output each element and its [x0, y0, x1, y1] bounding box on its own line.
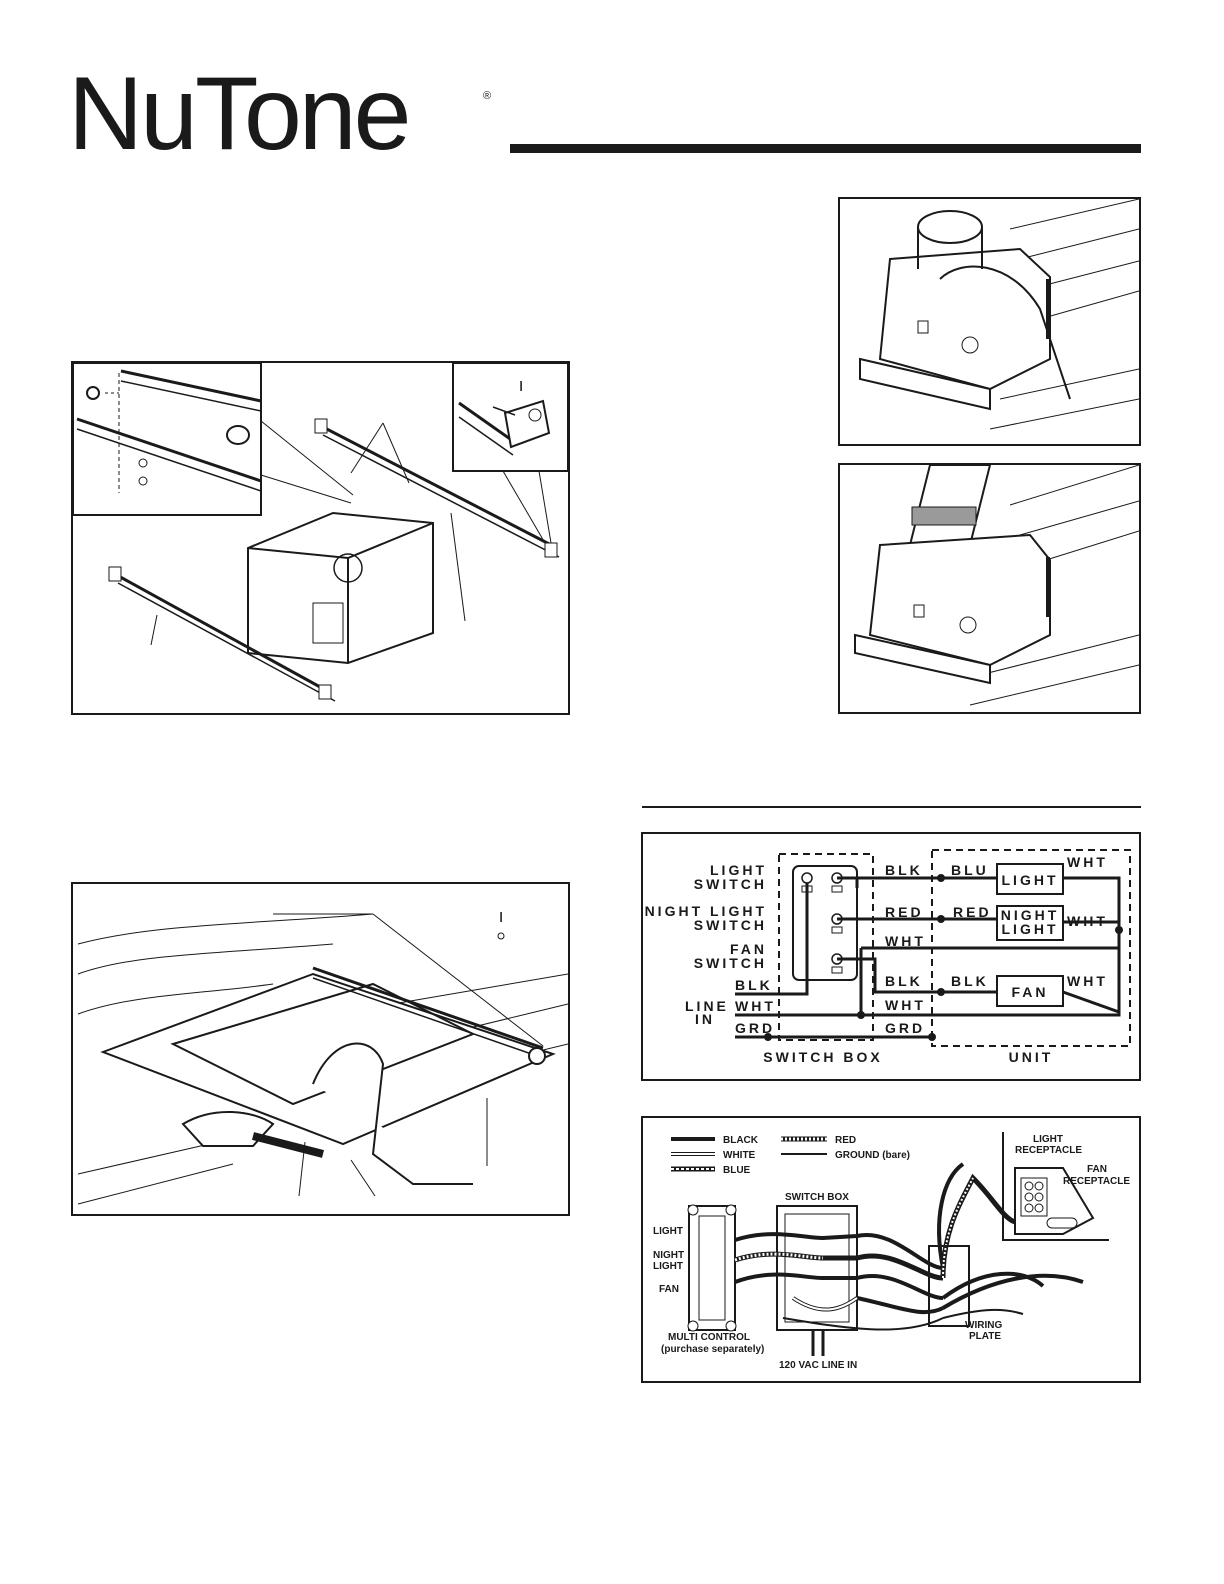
receptacle-panel	[1014, 1167, 1095, 1235]
switch-box	[776, 1205, 858, 1331]
label-fan-receptacle-2: RECEPTACLE	[1063, 1176, 1130, 1187]
label-switch-box: SWITCH BOX	[785, 1192, 849, 1203]
legend-ground: GROUND (bare)	[835, 1150, 910, 1161]
figure-wiring-schematic: LIGHT SWITCH NIGHT LIGHT SWITCH FAN SWIT…	[641, 832, 1141, 1081]
label-right-wht-3: WHT	[1067, 973, 1108, 989]
wiring-schematic-drawing: LIGHT SWITCH NIGHT LIGHT SWITCH FAN SWIT…	[645, 849, 1131, 1065]
section-rule	[642, 806, 1141, 808]
hand-outline	[939, 265, 1071, 400]
label-mid-red: RED	[885, 904, 924, 920]
label-night-box-2: LIGHT	[1002, 921, 1059, 937]
label-mc-light: LIGHT	[653, 1226, 683, 1237]
label-wiring-plate-1: WIRING	[965, 1320, 1002, 1331]
figure-duct-install	[838, 197, 1141, 446]
label-mc-night-2: LIGHT	[653, 1261, 683, 1272]
registered-mark: ®	[483, 90, 492, 102]
wiring-pictorial-drawing: BLACK WHITE BLUE RED GROUND (bare) LIGHT…	[653, 1132, 1130, 1371]
label-unit-blk: BLK	[951, 973, 989, 989]
label-fan-box: FAN	[1012, 984, 1049, 1000]
label-light-switch-1: LIGHT	[710, 862, 767, 878]
label-mid-wht-2: WHT	[885, 997, 926, 1013]
label-unit: UNIT	[1009, 1049, 1054, 1065]
label-light-switch-2: SWITCH	[694, 876, 767, 892]
hand-outline	[312, 1042, 473, 1185]
label-line-wht: WHT	[735, 998, 776, 1014]
label-night-light-switch-2: SWITCH	[694, 917, 767, 933]
label-night-box-1: NIGHT	[1001, 907, 1060, 923]
legend-white: WHITE	[723, 1150, 756, 1161]
label-switch-box: SWITCH BOX	[763, 1049, 882, 1065]
bracket-assembly-drawing: I	[72, 362, 569, 702]
nutone-logo: NuTone	[68, 56, 411, 172]
label-mid-blk-2: BLK	[885, 973, 923, 989]
label-fan-receptacle-1: FAN	[1087, 1164, 1107, 1175]
label-light-receptacle-2: RECEPTACLE	[1015, 1145, 1082, 1156]
label-multi-control-1: MULTI CONTROL	[668, 1332, 750, 1343]
switch-body	[792, 865, 858, 981]
label-wiring-plate-2: PLATE	[969, 1331, 1001, 1342]
label-multi-control-2: (purchase separately)	[661, 1344, 764, 1355]
legend-red: RED	[835, 1135, 856, 1146]
label-line-blk: BLK	[735, 977, 773, 993]
label-mc-night-1: NIGHT	[653, 1250, 684, 1261]
screw-icon	[86, 386, 100, 400]
figure-bracket-assembly: I	[71, 361, 570, 715]
label-right-wht-1: WHT	[1067, 854, 1108, 870]
figure-wiring-pictorial: BLACK WHITE BLUE RED GROUND (bare) LIGHT…	[641, 1116, 1141, 1383]
header-rule	[510, 144, 1141, 153]
label-mid-wht: WHT	[885, 933, 926, 949]
label-line-in: 120 VAC LINE IN	[779, 1360, 857, 1371]
label-fan-switch-1: FAN	[730, 941, 767, 957]
inset-callout-label: I	[519, 378, 523, 395]
legend-black: BLACK	[723, 1135, 759, 1146]
label-line-grd: GRD	[735, 1020, 775, 1036]
multi-control-device	[688, 1205, 736, 1331]
secure-housing-drawing: I	[77, 909, 569, 1205]
label-unit-blu: BLU	[951, 862, 989, 878]
label-fan-switch-2: SWITCH	[694, 955, 767, 971]
duct-connected-drawing	[854, 464, 1140, 706]
label-night-light-switch-1: NIGHT LIGHT	[645, 903, 767, 919]
label-light-box: LIGHT	[1002, 872, 1059, 888]
figure-secure-housing: I	[71, 882, 570, 1216]
duct-tape-band	[911, 506, 977, 526]
label-line-in-1: LINE	[685, 998, 729, 1014]
figure-duct-connected	[838, 463, 1141, 714]
label-line-in-2: IN	[695, 1011, 715, 1027]
label-mid-grd: GRD	[885, 1020, 925, 1036]
legend-blue: BLUE	[723, 1165, 751, 1176]
label-mc-fan: FAN	[659, 1284, 679, 1295]
screw-callout-label: I	[499, 909, 503, 926]
label-light-receptacle-1: LIGHT	[1033, 1134, 1063, 1145]
label-unit-red: RED	[953, 904, 992, 920]
label-mid-blk: BLK	[885, 862, 923, 878]
wiring-plate	[928, 1245, 970, 1327]
duct-install-drawing	[859, 198, 1140, 430]
